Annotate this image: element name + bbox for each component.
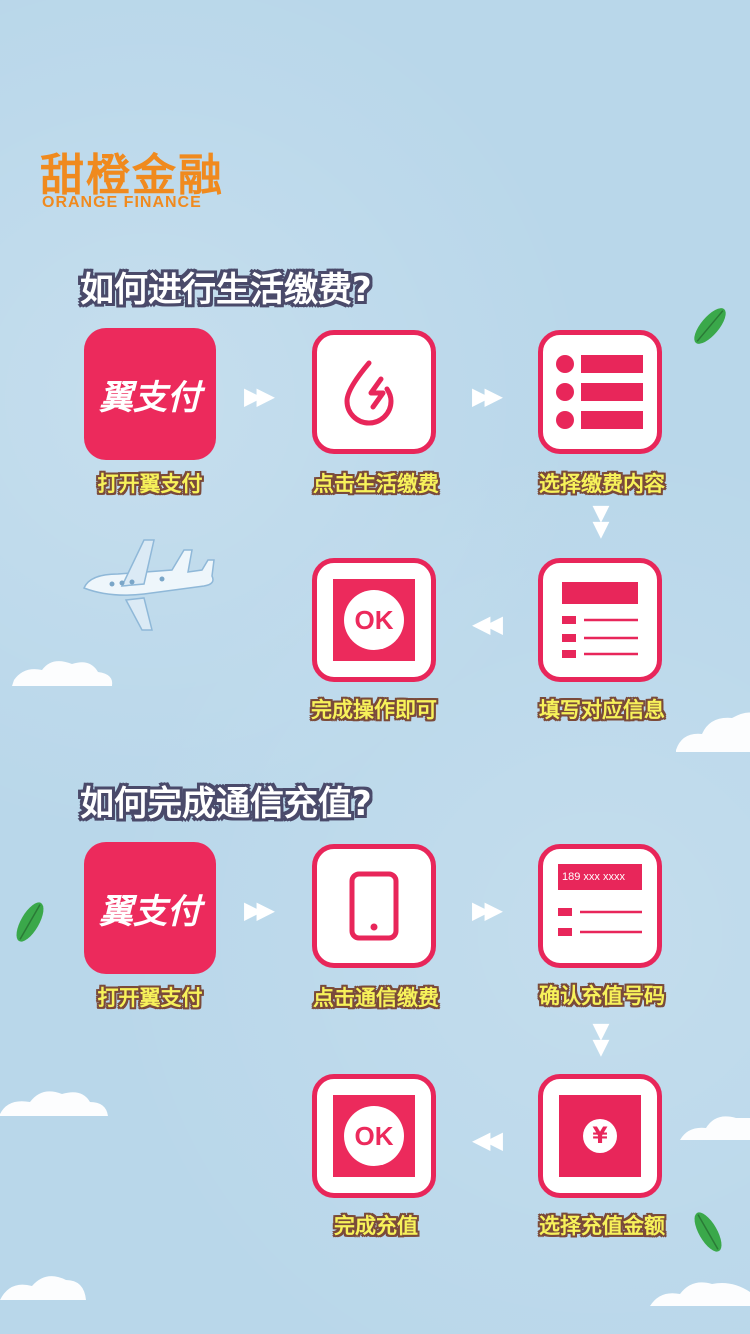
cloud-decoration (680, 1116, 750, 1140)
ok-icon: OK (333, 579, 415, 661)
step-label: 选择缴费内容 (539, 472, 665, 496)
cloud-decoration (650, 1282, 750, 1306)
leaf-decoration (16, 902, 44, 942)
arrow-right-icon: ▶▶ (472, 382, 503, 410)
step-label: 选择充值金额 (539, 1214, 665, 1238)
cloud-decoration (12, 661, 113, 686)
step-telecom-payment[interactable] (312, 844, 436, 968)
yizhifu-app-icon: 翼支付 (99, 377, 201, 418)
yizhifu-app-icon: 翼支付 (99, 891, 201, 932)
step-fill-info[interactable] (538, 558, 662, 682)
cloud-decoration (0, 1276, 86, 1300)
section-title-utility-payment: 如何进行生活缴费? (80, 270, 372, 310)
phone-number-form-icon: 189 xxx xxxx (558, 864, 642, 948)
step-label: 完成充值 (334, 1214, 418, 1238)
list-icon (556, 355, 643, 429)
arrow-right-icon: ▶▶ (472, 896, 503, 924)
step-label: 填写对应信息 (539, 698, 665, 722)
leaf-decoration (694, 308, 726, 344)
step-label: 点击生活缴费 (313, 472, 439, 496)
phone-icon (349, 871, 399, 941)
step-confirm-number[interactable]: 189 xxx xxxx (538, 844, 662, 968)
step-yizhifu-app[interactable]: 翼支付 (84, 328, 216, 460)
airplane-icon (83, 539, 215, 631)
cloud-decoration (0, 1091, 108, 1116)
step-complete[interactable]: OK (312, 558, 436, 682)
arrow-down-icon: ▼▼ (592, 1019, 610, 1060)
section-title-telecom-recharge: 如何完成通信充值? (80, 784, 372, 824)
ok-icon: OK (333, 1095, 415, 1177)
arrow-right-icon: ▶▶ (244, 382, 275, 410)
step-label: 确认充值号码 (539, 984, 665, 1008)
arrow-left-icon: ◀◀ (472, 610, 503, 638)
logo-english: ORANGE FINANCE (42, 194, 202, 211)
arrow-right-icon: ▶▶ (244, 896, 275, 924)
cloud-decoration (676, 712, 750, 752)
step-label: 点击通信缴费 (313, 986, 439, 1010)
leaf-decoration (694, 1212, 722, 1252)
form-lines (558, 908, 642, 936)
arrow-down-icon: ▼▼ (592, 501, 610, 542)
arrow-left-icon: ◀◀ (472, 1126, 503, 1154)
form-icon (562, 582, 638, 658)
yuan-icon: ¥ (559, 1095, 641, 1177)
step-select-amount[interactable]: ¥ (538, 1074, 662, 1198)
step-utility-payment[interactable] (312, 330, 436, 454)
phone-number-text: 189 xxx xxxx (558, 864, 642, 890)
step-complete-recharge[interactable]: OK (312, 1074, 436, 1198)
logo-chinese: 甜橙金融 (40, 150, 224, 201)
step-select-payment[interactable] (538, 330, 662, 454)
step-label: 完成操作即可 (311, 698, 437, 722)
step-label: 打开翼支付 (97, 986, 203, 1010)
step-yizhifu-app[interactable]: 翼支付 (84, 842, 216, 974)
water-drop-icon (344, 360, 394, 426)
step-label: 打开翼支付 (97, 472, 203, 496)
